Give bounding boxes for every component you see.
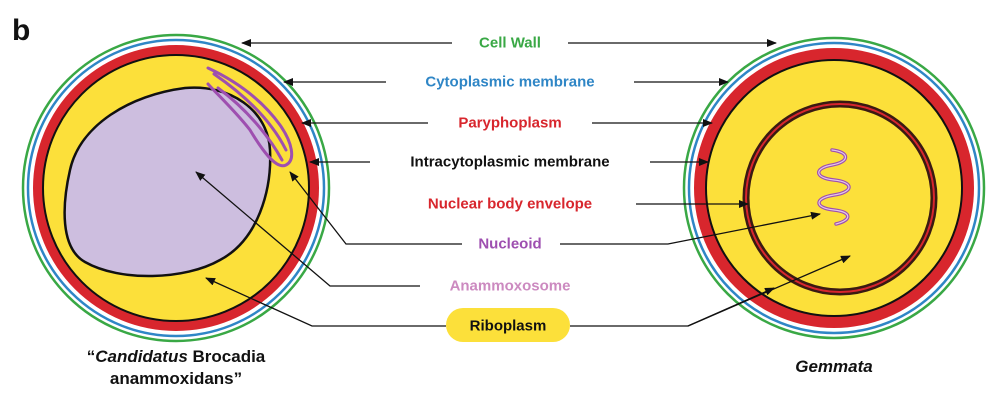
label-cell-wall: Cell Wall (479, 35, 541, 52)
right-cell (684, 38, 984, 338)
right-cell-name: Gemmata (795, 357, 872, 376)
label-cytoplasmic-membrane: Cytoplasmic membrane (425, 74, 594, 91)
label-nuclear-body-envelope: Nuclear body envelope (428, 196, 592, 213)
left-cell-name-line2: anammoxidans” (110, 369, 242, 388)
label-intracytoplasmic-membrane: Intracytoplasmic membrane (410, 154, 609, 171)
panel-letter: b (12, 14, 30, 47)
label-nucleoid: Nucleoid (478, 236, 541, 253)
label-paryphoplasm: Paryphoplasm (458, 115, 561, 132)
left-cell (23, 35, 329, 341)
left-cell-name-line1: “Candidatus Brocadia (87, 347, 266, 366)
label-anammoxosome: Anammoxosome (450, 278, 571, 295)
label-riboplasm: Riboplasm (470, 318, 547, 335)
